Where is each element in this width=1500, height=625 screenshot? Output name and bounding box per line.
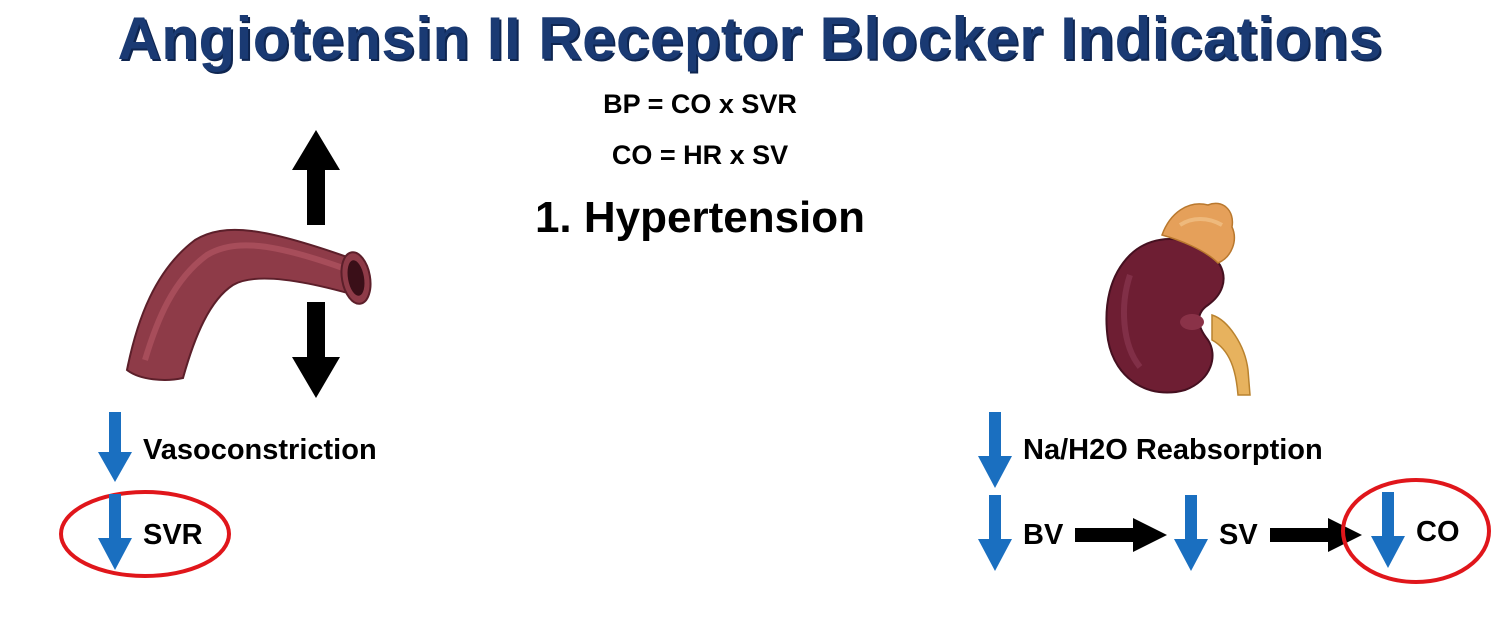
reabsorption-label: Na/H2O Reabsorption — [1023, 434, 1323, 466]
right-arrow-icon — [1075, 518, 1167, 552]
kidney-icon — [1105, 202, 1251, 396]
equation-co: CO = HR x SV — [611, 140, 789, 170]
highlight-circle — [1341, 478, 1491, 584]
sv-label: SV — [1219, 519, 1258, 551]
up-arrow-icon — [292, 130, 340, 225]
blood-vessel-icon — [125, 228, 372, 381]
down-arrow-icon — [978, 412, 1012, 488]
section-heading: 1. Hypertension — [534, 193, 866, 242]
down-arrow-icon — [1371, 492, 1405, 568]
right-arrow-icon — [1270, 518, 1362, 552]
svr-label: SVR — [143, 519, 203, 551]
down-arrow-icon — [98, 412, 132, 482]
down-arrow-icon — [98, 494, 132, 570]
vasoconstriction-label: Vasoconstriction — [143, 434, 377, 466]
down-arrow-icon — [292, 302, 340, 398]
bv-label: BV — [1023, 519, 1064, 551]
page-title: Angiotensin II Receptor Blocker Indicati… — [117, 5, 1383, 72]
equation-bp: BP = CO x SVR — [603, 89, 797, 119]
down-arrow-icon — [1174, 495, 1208, 571]
down-arrow-icon — [978, 495, 1012, 571]
highlight-circle — [59, 490, 231, 578]
co-label: CO — [1416, 516, 1460, 548]
